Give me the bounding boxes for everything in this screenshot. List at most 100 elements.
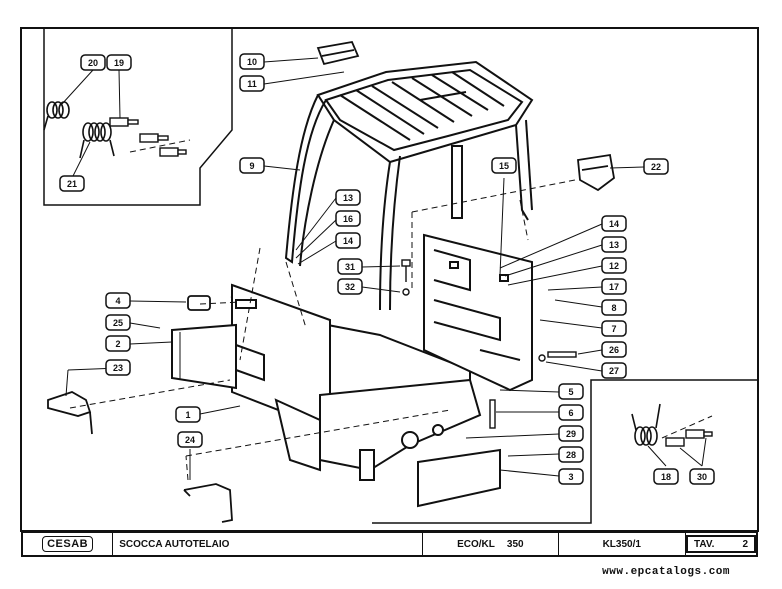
bracket-part-22: [577, 153, 615, 192]
callout-11: 11: [239, 75, 265, 92]
tav-number: 2: [742, 538, 748, 550]
svg-text:9: 9: [249, 161, 254, 171]
callout-19: 19: [106, 54, 132, 71]
callout-17: 17: [601, 278, 627, 295]
callout-20: 20: [80, 54, 106, 71]
callout-3: 3: [558, 468, 584, 485]
footer-url[interactable]: www.epcatalogs.com: [602, 566, 730, 578]
svg-text:15: 15: [499, 161, 509, 171]
code-cell: KL350/1: [559, 533, 686, 555]
callout-32: 32: [337, 278, 363, 295]
svg-text:5: 5: [568, 387, 573, 397]
svg-text:29: 29: [566, 429, 576, 439]
bolt-part-31: [401, 259, 411, 296]
svg-text:18: 18: [661, 472, 671, 482]
svg-text:16: 16: [343, 214, 353, 224]
callout-26: 26: [601, 341, 627, 358]
svg-text:6: 6: [568, 408, 573, 418]
spring-part-21: [79, 122, 115, 159]
callout-10: 10: [239, 53, 265, 70]
svg-text:24: 24: [185, 435, 195, 445]
svg-text:26: 26: [609, 345, 619, 355]
callout-24: 24: [177, 431, 203, 448]
svg-text:14: 14: [609, 219, 619, 229]
inset-border-springs: [43, 28, 233, 206]
svg-text:19: 19: [114, 58, 124, 68]
left-panel: [171, 323, 237, 390]
svg-text:20: 20: [88, 58, 98, 68]
tav-box: TAV. 2: [686, 535, 756, 553]
callout-28: 28: [558, 446, 584, 463]
bracket-part-24: [183, 483, 233, 523]
callout-8: 8: [601, 299, 627, 316]
svg-text:13: 13: [343, 193, 353, 203]
callout-7: 7: [601, 320, 627, 337]
svg-text:3: 3: [568, 472, 573, 482]
callout-2: 2: [105, 335, 131, 352]
leader-lines: [61, 57, 707, 480]
svg-text:25: 25: [113, 318, 123, 328]
model-number: 350: [506, 538, 524, 550]
spring-part-18: [631, 403, 661, 446]
title-cell: SCOCCA AUTOTELAIO: [113, 533, 424, 555]
tav-cell: TAV. 2: [686, 533, 756, 555]
floor-plate: [417, 448, 501, 508]
rear-plate: [423, 233, 533, 392]
svg-text:10: 10: [247, 57, 257, 67]
svg-text:21: 21: [67, 179, 77, 189]
svg-text:7: 7: [611, 324, 616, 334]
model-name: ECO/KL: [457, 538, 495, 550]
callout-30: 30: [689, 468, 715, 485]
bolt-part-30: [665, 429, 713, 447]
callout-31: 31: [337, 258, 363, 275]
svg-text:13: 13: [609, 240, 619, 250]
callout-16: 16: [335, 210, 361, 227]
bolt-part-26: [538, 351, 577, 362]
inset-border-lower: [372, 379, 757, 524]
chassis-frame: [230, 283, 482, 481]
svg-text:2: 2: [115, 339, 120, 349]
callout-23: 23: [105, 359, 131, 376]
callout-29: 29: [558, 425, 584, 442]
bracket-part-10: [316, 40, 360, 66]
callout-1: 1: [175, 406, 201, 423]
callout-14a: 14: [335, 232, 361, 249]
svg-text:8: 8: [611, 303, 616, 313]
svg-text:22: 22: [651, 162, 661, 172]
svg-text:17: 17: [609, 282, 619, 292]
spring-part-20: [43, 101, 70, 131]
callout-5: 5: [558, 383, 584, 400]
callout-14b: 14: [601, 215, 627, 232]
bolt-part-19: [109, 117, 187, 157]
callout-15: 15: [491, 157, 517, 174]
callout-25: 25: [105, 314, 131, 331]
svg-text:1: 1: [185, 410, 190, 420]
brand-cell: CESAB: [23, 533, 114, 555]
svg-text:4: 4: [115, 296, 120, 306]
callout-12: 12: [601, 257, 627, 274]
svg-text:23: 23: [113, 363, 123, 373]
svg-text:30: 30: [697, 472, 707, 482]
svg-text:14: 14: [343, 236, 353, 246]
svg-text:32: 32: [345, 282, 355, 292]
callout-6: 6: [558, 404, 584, 421]
callout-18: 18: [653, 468, 679, 485]
callout-22: 22: [643, 158, 669, 175]
callout-21: 21: [59, 175, 85, 192]
callout-27: 27: [601, 362, 627, 379]
assembly-lines: [69, 139, 713, 481]
drawing-title: SCOCCA AUTOTELAIO: [119, 538, 230, 550]
callout-4: 4: [105, 292, 131, 309]
svg-text:11: 11: [247, 79, 257, 89]
model-cell: ECO/KL 350: [423, 533, 559, 555]
callout-9: 9: [239, 157, 265, 174]
bracket-part-23: [47, 391, 93, 435]
callout-13a: 13: [335, 189, 361, 206]
svg-text:31: 31: [345, 262, 355, 272]
tav-label: TAV.: [694, 538, 715, 550]
title-block: CESAB SCOCCA AUTOTELAIO ECO/KL 350 KL350…: [21, 531, 758, 557]
block-part-4: [187, 295, 211, 311]
callout-13b: 13: [601, 236, 627, 253]
pin-part-6: [489, 399, 496, 429]
